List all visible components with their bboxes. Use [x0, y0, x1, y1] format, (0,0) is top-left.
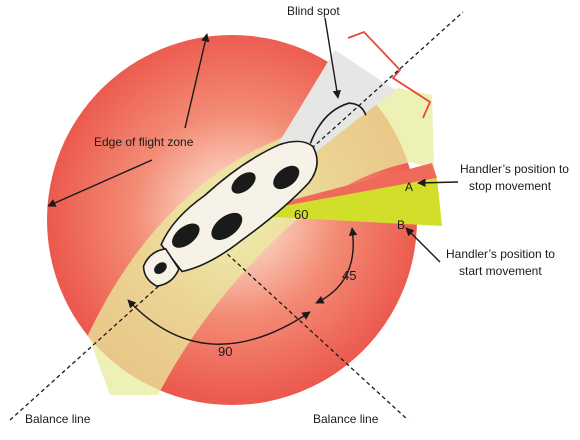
cow-icon — [142, 102, 367, 288]
blind-spot-arrow — [324, 17, 341, 99]
angle-arc-90 — [127, 299, 311, 345]
edge-arrow-up — [184, 33, 210, 129]
point-a-label: A — [405, 180, 413, 194]
handler-stop-label-line2: stop movement — [469, 179, 552, 193]
angle-90-label: 90 — [218, 344, 232, 359]
handler-stop-label-line1: Handler’s position to — [460, 162, 569, 176]
angle-45-label: 45 — [342, 268, 356, 283]
handler-start-label-line2: start movement — [459, 264, 542, 278]
handler-start-label-line1: Handler’s position to — [446, 247, 555, 261]
stop-position-arrow — [417, 178, 459, 188]
edge-of-flight-zone-label: Edge of flight zone — [94, 135, 194, 149]
balance-line-right-label: Balance line — [313, 412, 379, 426]
point-b-label: B — [397, 218, 405, 232]
balance-line-left-label: Balance line — [25, 412, 91, 426]
angle-60-label: 60 — [294, 207, 308, 222]
balance-line-rear — [211, 239, 409, 421]
blind-spot-label: Blind spot — [287, 4, 340, 18]
angle-arc-45 — [315, 227, 358, 304]
blind-spot-bracket — [347, 30, 432, 119]
edge-arrow-left — [47, 159, 153, 207]
handler-zone — [235, 178, 442, 226]
start-position-arrow — [405, 227, 441, 263]
